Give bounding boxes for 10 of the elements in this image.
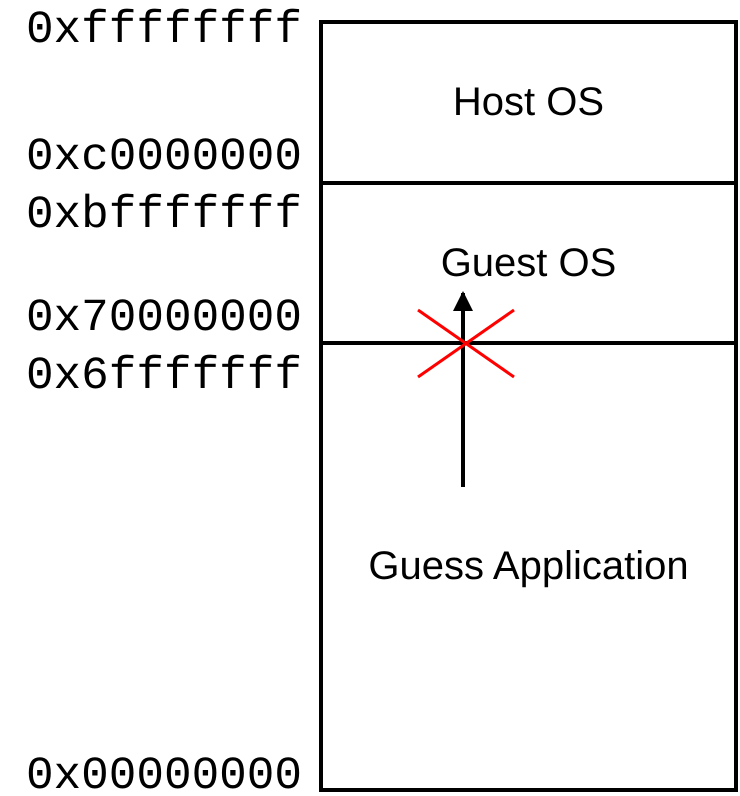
address-label: 0xbfffffff xyxy=(26,192,302,238)
address-label: 0xffffffff xyxy=(26,7,302,53)
address-label: 0x70000000 xyxy=(26,295,302,341)
address-label: 0x00000000 xyxy=(26,753,302,796)
address-label: 0xc0000000 xyxy=(26,134,302,180)
region-label: Host OS xyxy=(452,80,604,125)
address-label: 0x6fffffff xyxy=(26,353,302,399)
region-label: Guess Application xyxy=(368,544,689,589)
arrow xyxy=(453,291,473,487)
region-label: Guest OS xyxy=(440,240,616,286)
